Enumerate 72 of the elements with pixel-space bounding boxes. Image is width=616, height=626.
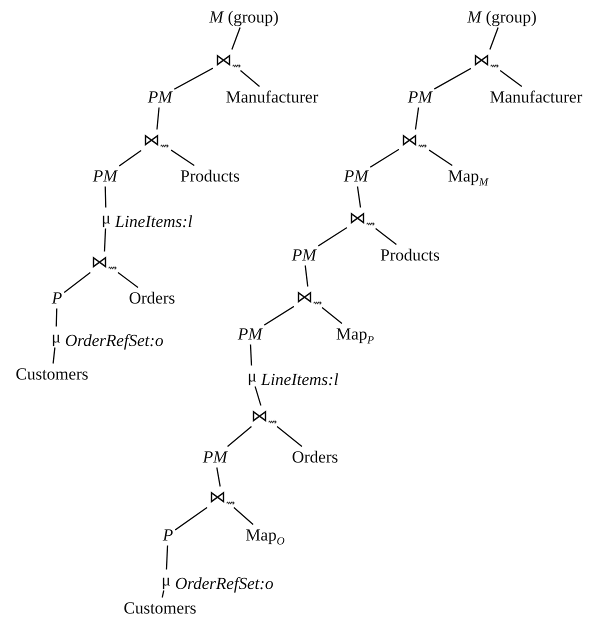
tree-edge (375, 228, 397, 246)
tree-edge (118, 272, 138, 288)
tree-edge (52, 347, 56, 364)
tree-edge (304, 265, 308, 287)
tree-edge (231, 27, 241, 50)
unnest-operator: μ (160, 570, 172, 590)
plan-node-label: Products (379, 246, 441, 264)
plan-node-label: Orders (128, 288, 176, 308)
plan-node-label: ⋈$_{⇝}$ (472, 50, 500, 70)
tree-edge (428, 150, 453, 166)
plan-node-label: Customers (122, 598, 198, 618)
tree-edge (240, 70, 260, 87)
plan-node-label: Manufacturer (488, 88, 584, 106)
path-annotation: OrderRefSet:o (65, 332, 164, 349)
tree-edge (414, 107, 420, 130)
tree-edge (162, 590, 164, 598)
tree-edge (250, 344, 252, 366)
plan-node-label: ⋈$_{⇝}$ (348, 208, 376, 228)
tree-edge (318, 227, 348, 246)
path-annotation: OrderRefSet:o (175, 574, 274, 592)
tree-edge (104, 186, 106, 208)
plan-node-label: M (group) (208, 8, 280, 26)
plan-node-label: Map$_{M}$ (446, 166, 490, 186)
tree-edge (254, 386, 262, 406)
tree-edge (174, 506, 208, 530)
plan-node-label: ⋈$_{⇝}$ (214, 50, 242, 70)
tree-edge (56, 308, 58, 327)
plan-node-label: Map$_{O}$ (244, 526, 286, 544)
plan-node-label: PM (406, 88, 434, 106)
plan-node-label: PM (146, 88, 174, 106)
plan-node-label: Products (179, 166, 241, 186)
unnest-operator: μ (50, 328, 62, 346)
plan-node-label: M (group) (466, 8, 538, 26)
path-annotation: LineItems:l (261, 370, 338, 388)
tree-edge (233, 507, 254, 525)
tree-edge (166, 545, 168, 570)
unnest-operator: μ (100, 208, 112, 228)
plan-node-label: ⋈$_{⇝}$ (142, 130, 170, 150)
tree-edge (356, 186, 362, 208)
tree-edge (156, 107, 160, 130)
plan-node-label: Customers (14, 364, 90, 384)
tree-edge (276, 426, 302, 447)
tree-edge (118, 150, 142, 166)
plan-node-label: Orders (290, 448, 340, 466)
plan-node-label: PM (342, 166, 370, 186)
path-annotation: LineItems:l (115, 212, 192, 230)
plan-node-label: PM (290, 246, 318, 264)
tree-edge (434, 68, 472, 90)
plan-node-label: ⋈$_{⇝}$ (90, 252, 118, 272)
plan-node-label: PM (202, 448, 228, 466)
plan-node-label: P (162, 526, 174, 544)
tree-edge (170, 150, 195, 166)
tree-edge (322, 307, 342, 324)
plan-node-label: Map$_{P}$ (335, 324, 375, 344)
plan-node-label: ⋈$_{⇝}$ (250, 406, 278, 426)
unnest-operator: μ (246, 366, 258, 386)
plan-node-label: ⋈$_{⇝}$ (208, 488, 236, 506)
tree-edge (264, 306, 294, 326)
tree-edge (216, 467, 221, 487)
plan-node-label: PM (92, 166, 118, 186)
plan-node-label: ⋈$_{⇝}$ (294, 288, 324, 306)
plan-node-label: P (50, 288, 64, 308)
tree-edge (174, 68, 214, 90)
tree-edge (370, 148, 400, 168)
tree-edge (104, 228, 106, 252)
tree-edge (500, 70, 522, 88)
plan-node-label: Manufacturer (224, 88, 320, 106)
tree-edge (489, 27, 499, 50)
tree-edge (64, 272, 91, 293)
tree-edge (227, 426, 252, 447)
plan-node-label: PM (236, 324, 264, 344)
plan-node-label: ⋈$_{⇝}$ (400, 130, 428, 150)
